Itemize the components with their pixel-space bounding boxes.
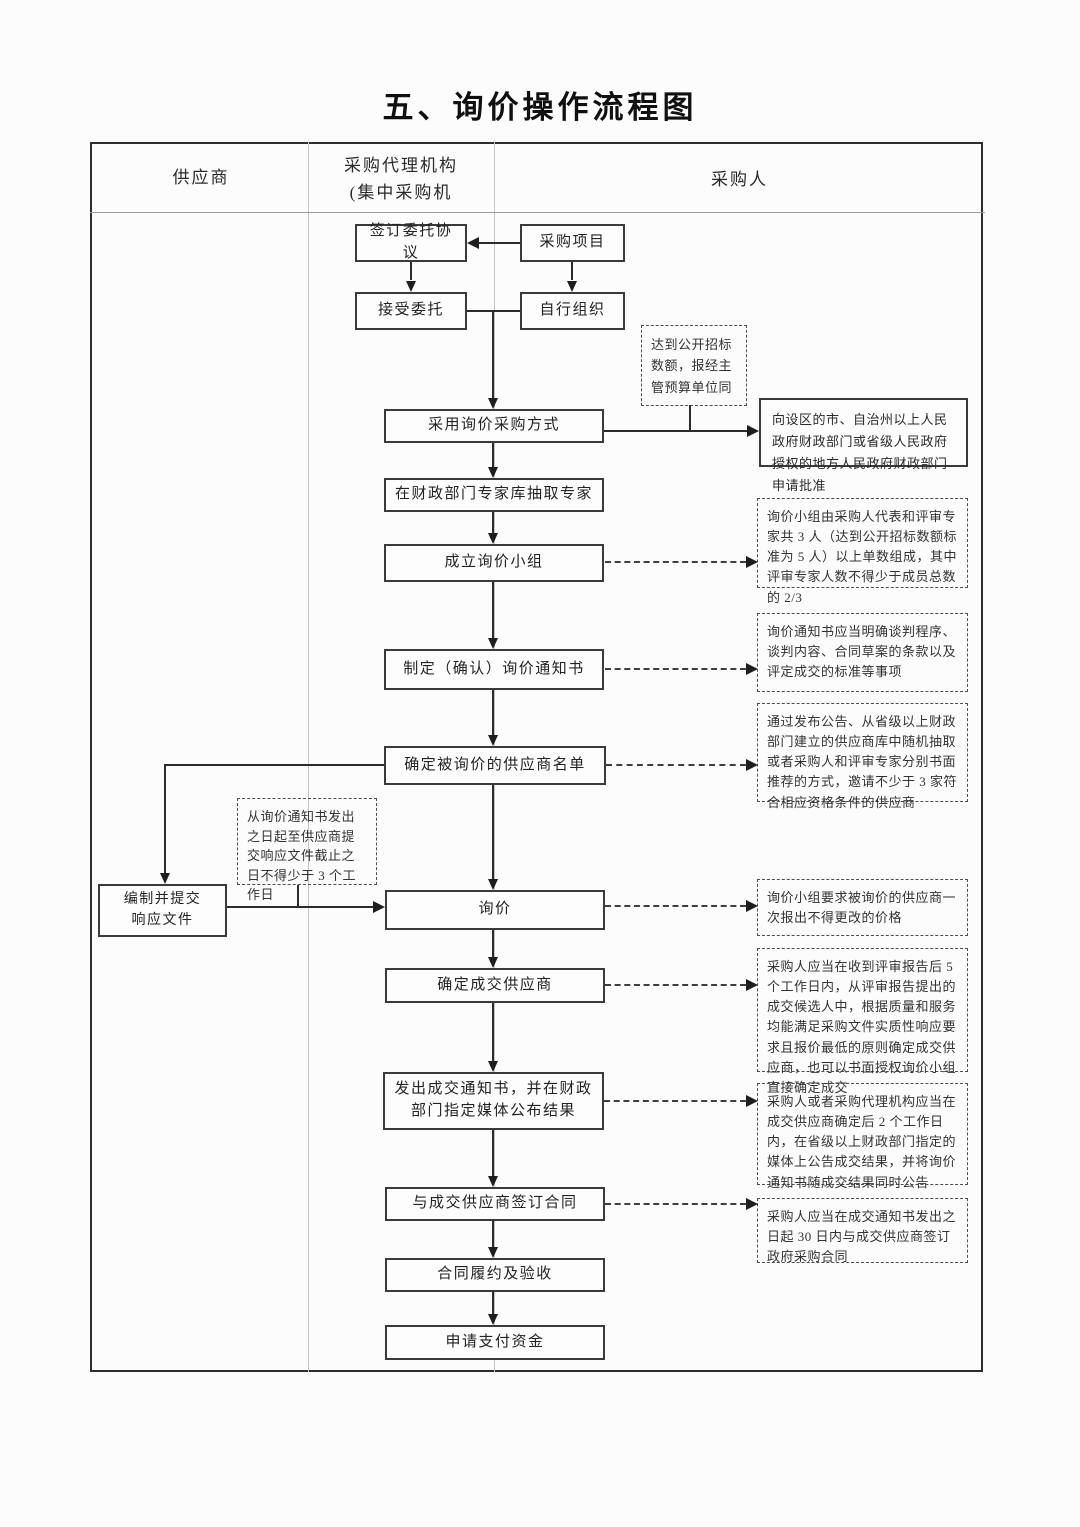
node-inquiry: 询价	[385, 890, 605, 930]
connector-agreement-to-accept	[410, 262, 412, 280]
node-determine-supplier-list: 确定被询价的供应商名单	[384, 746, 606, 785]
arrowhead-down-payment	[488, 1314, 498, 1325]
connector-down-to-adopt	[492, 311, 494, 399]
page-title: 五、询价操作流程图	[382, 90, 698, 125]
connector-threshold-tick	[689, 405, 691, 431]
note-result-announcement: 采购人或者采购代理机构应当在成交供应商确定后 2 个工作日内，在省级以上财政部门…	[757, 1083, 968, 1190]
connector-adopt-to-experts	[492, 443, 494, 468]
lane-label-agency: 采购代理机构 (集中采购机	[308, 152, 494, 206]
note-contract-deadline: 采购人应当在成交通知书发出之日起 30 日内与成交供应商签订政府采购合同	[757, 1198, 968, 1264]
lane-label-supplier: 供应商	[172, 168, 230, 187]
note-open-bid-threshold: 达到公开招标数额，报经主管预算单位同	[641, 325, 747, 406]
node-determine-deal-supplier: 确定成交供应商	[385, 968, 605, 1003]
arrowhead-down-list	[488, 735, 498, 746]
node-prepare-response-line1: 编制并提交	[123, 892, 202, 908]
note-single-quote-rule: 询价小组要求被询价的供应商一次报出不得更改的价格	[757, 879, 968, 936]
dashed-connector-contract-note	[605, 1203, 746, 1205]
arrowhead-right-issue-note	[746, 1095, 758, 1107]
arrowhead-right-group-note	[746, 556, 758, 568]
node-issue-deal-notice: 发出成交通知书，并在财政部门指定媒体公布结果	[383, 1072, 604, 1130]
node-self-organize: 自行组织	[520, 292, 625, 330]
lane-label-agency-line2: (集中采购机	[349, 183, 453, 203]
connector-list-to-inquiry	[492, 785, 494, 880]
node-adopt-inquiry-method: 采用询价采购方式	[384, 409, 604, 443]
arrowhead-right-inquiry	[373, 901, 385, 913]
connector-prepare-to-inquiry	[227, 906, 373, 908]
node-procurement-project: 采购项目	[520, 224, 625, 262]
dashed-connector-issue-note	[604, 1100, 746, 1102]
arrowhead-down-selforganize	[567, 281, 577, 292]
note-apply-approval: 向设区的市、自治州以上人民政府财政部门或省级人民政府授权的地方人民政府财政部门申…	[759, 398, 968, 493]
node-accept-entrustment: 接受委托	[355, 292, 467, 330]
chart-frame	[90, 142, 983, 1372]
arrowhead-down-accept	[406, 281, 416, 292]
connector-performance-to-payment	[492, 1292, 494, 1315]
arrowhead-down-performance	[488, 1247, 498, 1258]
arrowhead-down-inquiry	[488, 879, 498, 890]
node-contract-performance: 合同履约及验收	[385, 1258, 605, 1292]
arrowhead-right-inquiry-note	[746, 900, 758, 912]
arrowhead-left-agreement	[467, 237, 479, 249]
arrowhead-down-group	[488, 533, 498, 544]
node-prepare-response-line2: 响应文件	[131, 912, 194, 928]
connector-left-down	[164, 764, 166, 873]
arrowhead-right-approval	[747, 425, 759, 437]
node-sign-contract: 与成交供应商签订合同	[385, 1187, 605, 1221]
connector-issue-to-contract	[492, 1130, 494, 1177]
connector-determine-to-issue	[492, 1003, 494, 1062]
arrowhead-down-determine	[488, 957, 498, 968]
connector-project-to-agreement	[479, 242, 520, 244]
node-form-inquiry-group: 成立询价小组	[384, 544, 604, 582]
node-sign-agreement: 签订委托协议	[355, 223, 467, 262]
connector-contract-to-performance	[492, 1221, 494, 1248]
arrowhead-right-determine-note	[746, 979, 758, 991]
connector-group-to-notice	[492, 582, 494, 639]
note-supplier-invitation: 通过发布公告、从省级以上财政部门建立的供应商库中随机抽取或者采购人和评审专家分别…	[757, 703, 968, 810]
note-notice-requirements: 询价通知书应当明确谈判程序、谈判内容、合同草案的条款以及评定成交的标准等事项	[757, 613, 968, 692]
lane-divider-supplier-agency	[308, 142, 309, 1372]
arrowhead-right-notice-note	[746, 663, 758, 675]
lane-label-purchaser: 采购人	[711, 170, 768, 189]
arrowhead-down-issue	[488, 1061, 498, 1072]
node-prepare-response: 编制并提交 响应文件	[98, 884, 227, 937]
connector-experts-to-group	[492, 512, 494, 534]
note-response-deadline: 从询价通知书发出之日起至供应商提交响应文件截止之日不得少于 3 个工作日	[237, 798, 377, 902]
dashed-connector-notice-note	[605, 668, 746, 670]
arrowhead-down-notice	[488, 638, 498, 649]
arrowhead-down-contract	[488, 1176, 498, 1187]
dashed-connector-determine-note	[605, 984, 746, 986]
connector-project-to-selforganize	[571, 262, 573, 280]
note-group-composition: 询价小组由采购人代表和评审专家共 3 人（达到公开招标数额标准为 5 人）以上单…	[757, 498, 968, 605]
arrowhead-down-prepare	[160, 873, 170, 884]
connector-deadline-tick	[297, 885, 299, 907]
dashed-connector-list-note	[606, 764, 746, 766]
dashed-connector-group-note	[605, 561, 746, 563]
connector-notice-to-list	[492, 690, 494, 736]
arrowhead-right-list-note	[746, 759, 758, 771]
node-apply-payment: 申请支付资金	[385, 1325, 605, 1360]
node-extract-experts: 在财政部门专家库抽取专家	[384, 478, 604, 512]
arrowhead-right-contract-note	[746, 1198, 758, 1210]
connector-adopt-to-approval	[604, 430, 747, 432]
header-separator	[90, 212, 985, 213]
arrowhead-down-experts	[488, 467, 498, 478]
connector-list-to-left	[165, 764, 384, 766]
node-make-inquiry-notice: 制定（确认）询价通知书	[384, 649, 604, 690]
dashed-connector-inquiry-note	[605, 905, 746, 907]
note-deal-determination-rule: 采购人应当在收到评审报告后 5 个工作日内，从评审报告提出的成交候选人中，根据质…	[757, 948, 968, 1095]
connector-inquiry-to-determine	[492, 930, 494, 958]
arrowhead-down-adopt	[488, 398, 498, 409]
lane-label-agency-line1: 采购代理机构	[344, 156, 458, 175]
